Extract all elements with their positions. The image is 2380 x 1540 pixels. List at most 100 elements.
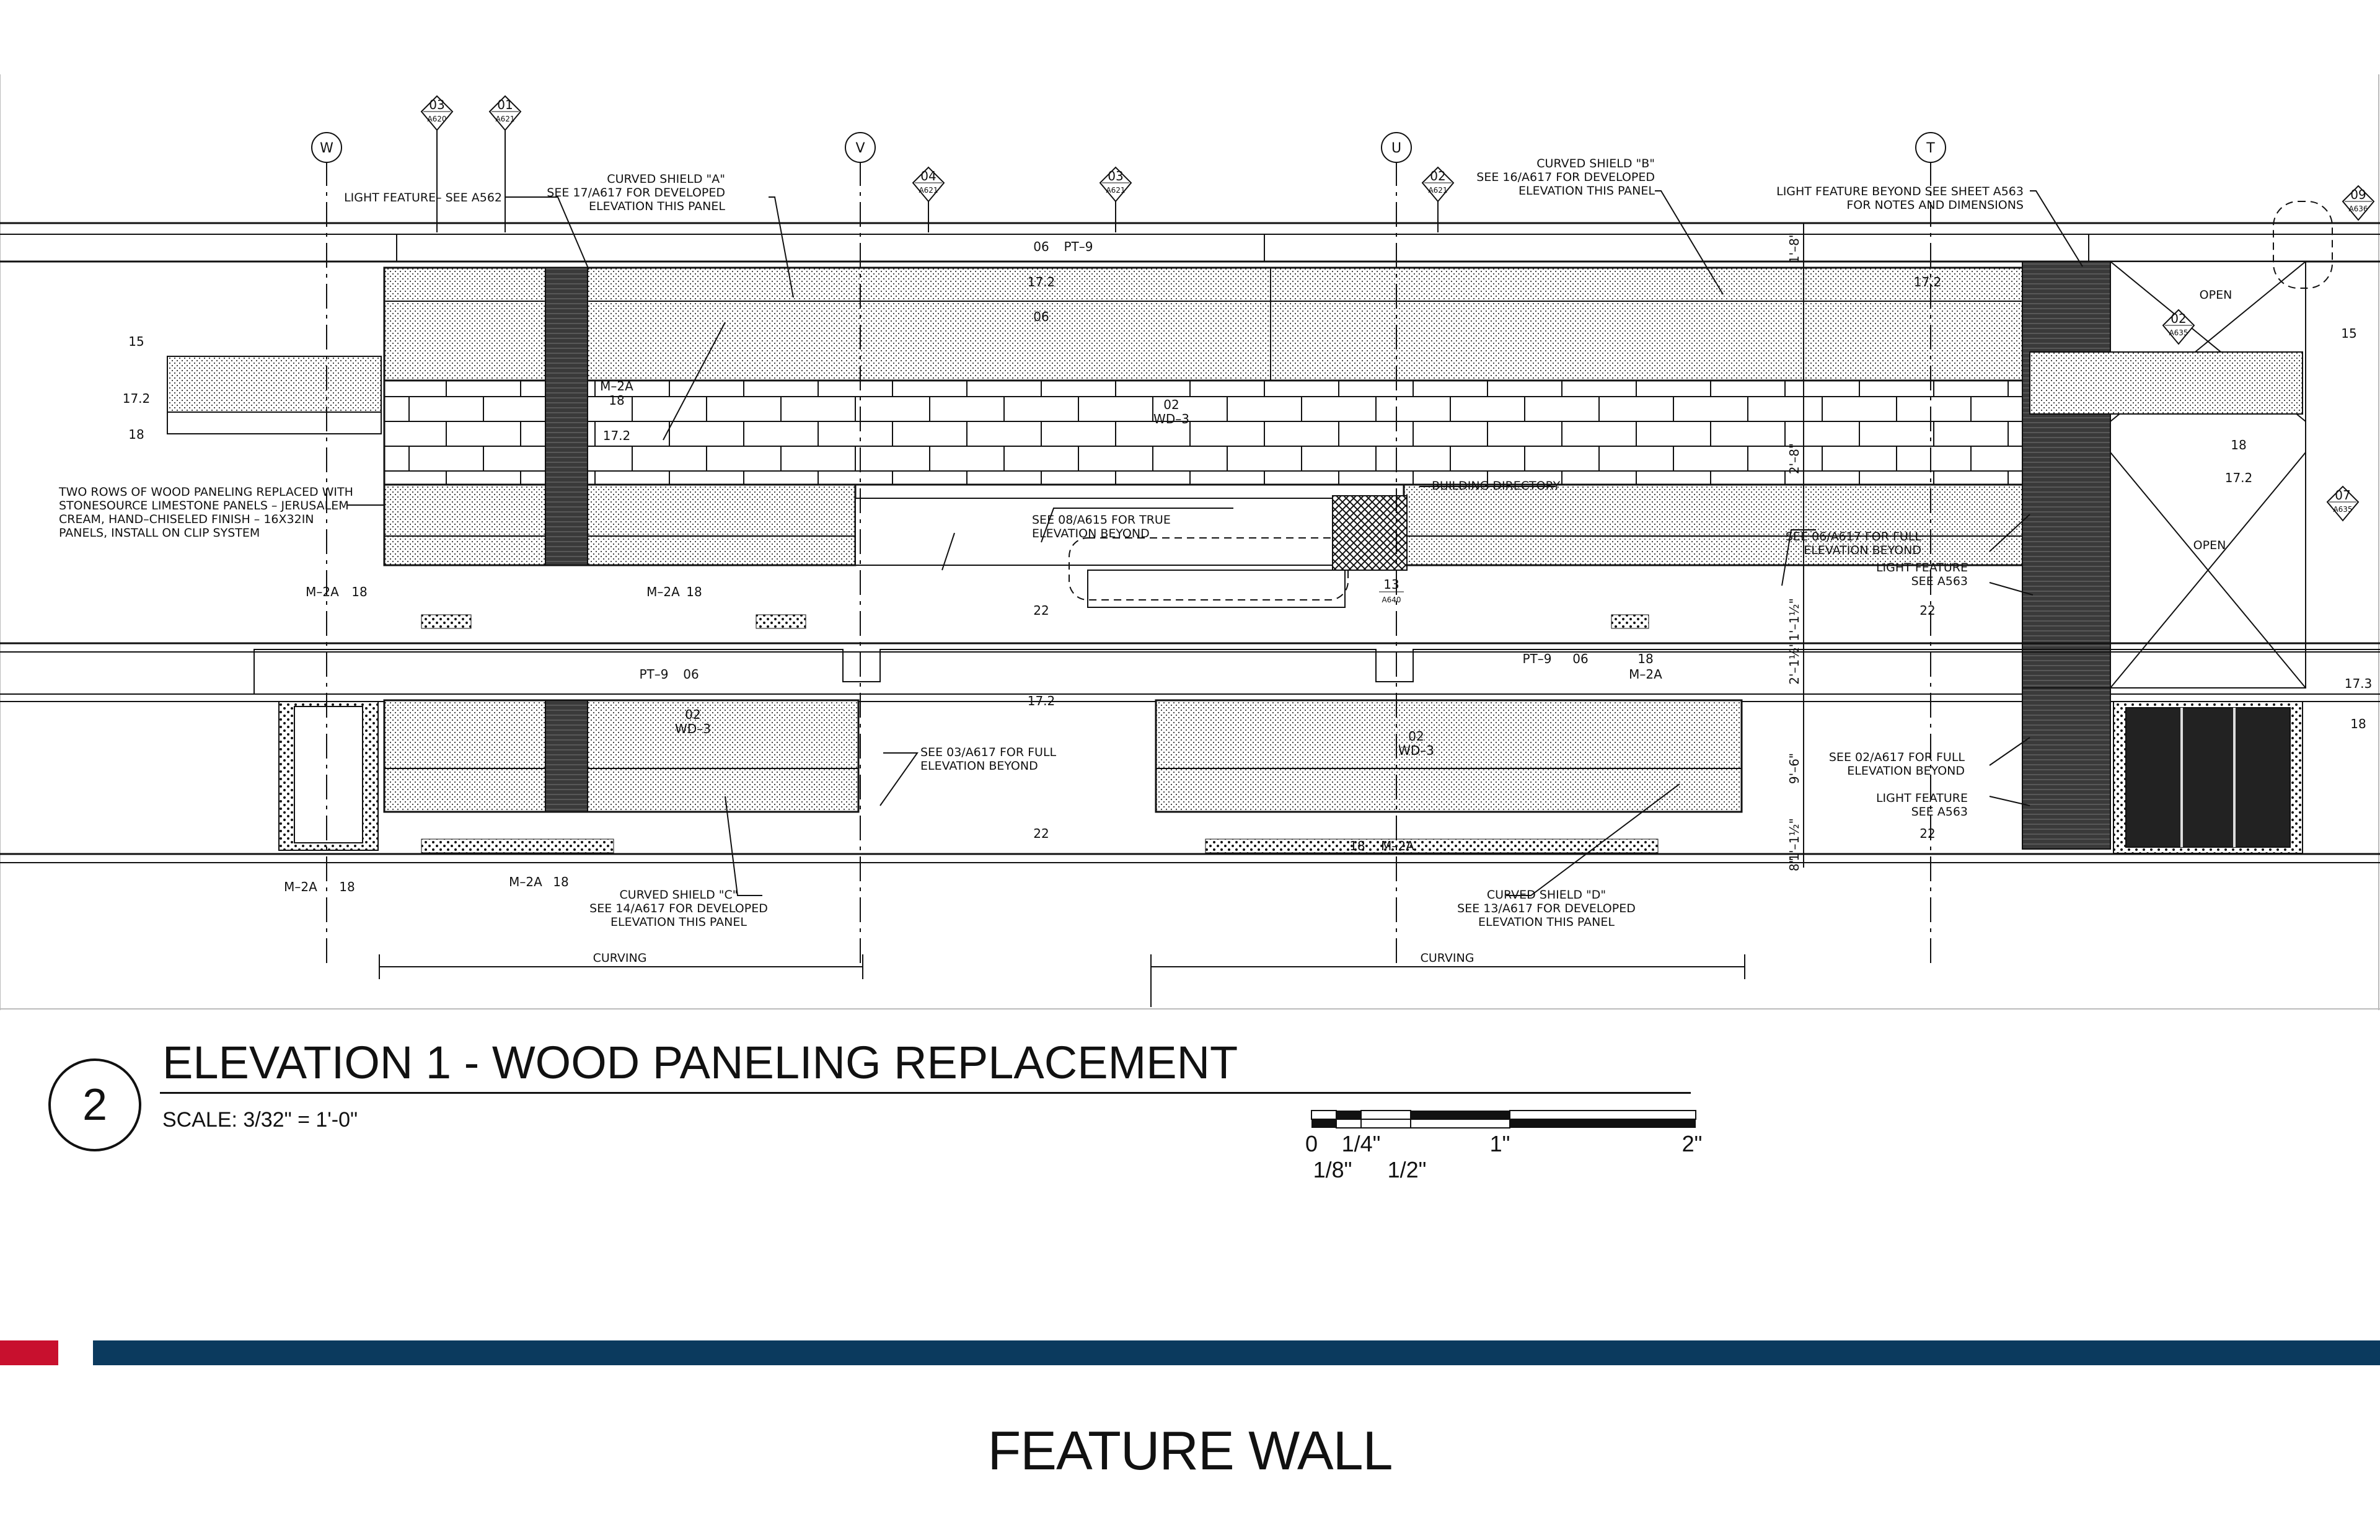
tag-17-2: 17.2 — [2225, 470, 2253, 485]
tag-18: 18 — [609, 393, 624, 408]
scale-label-half: 1/2" — [1388, 1157, 1427, 1182]
tag-18: 18 — [686, 584, 702, 599]
note-shield-b-2: SEE 16/A617 FOR DEVELOPED — [1476, 170, 1655, 184]
svg-text:9'–6": 9'–6" — [1787, 753, 1802, 784]
svg-text:V: V — [855, 141, 865, 156]
note-building-directory: BUILDING DIRECTORY — [1432, 479, 1561, 493]
tag-22: 22 — [1033, 603, 1049, 618]
note-light-feature-2: LIGHT FEATURE — [1876, 791, 1968, 805]
svg-text:A635: A635 — [2169, 328, 2188, 337]
svg-text:A621: A621 — [495, 115, 514, 123]
svg-text:1'–1½": 1'–1½" — [1787, 818, 1802, 861]
note-open-1: OPEN — [2200, 288, 2232, 302]
tag-pt9: PT–9 — [1064, 239, 1093, 254]
note-see-06-1: SEE 06/A617 FOR FULL — [1786, 530, 1922, 543]
tag-06: 06 — [1572, 651, 1588, 666]
note-shield-a-1: CURVED SHIELD "A" — [607, 172, 725, 186]
title-underline — [160, 1092, 1691, 1094]
tag-wd3: WD–3 — [675, 721, 711, 736]
note-see-02-2: ELEVATION BEYOND — [1847, 764, 1965, 778]
graphic-scale-bar: 0 1/4" 1" 2" 1/8" 1/2" — [1305, 1110, 1703, 1182]
tag-m2a: M–2A — [509, 874, 542, 889]
tag-m2a: M–2A — [1381, 838, 1414, 853]
tag-wd3: WD–3 — [1153, 411, 1189, 426]
note-see-08-2: ELEVATION BEYOND — [1032, 527, 1150, 540]
note-shield-c-3: ELEVATION THIS PANEL — [610, 915, 747, 929]
elevation-title: ELEVATION 1 - WOOD PANELING REPLACEMENT — [162, 1037, 1238, 1088]
note-light-a563-1: LIGHT FEATURE BEYOND SEE SHEET A563 — [1776, 185, 2024, 198]
tag-17-2: 17.2 — [1028, 693, 1056, 708]
tag-18: 18 — [339, 879, 355, 894]
section-marker-02-a635: 02 A635 — [2162, 309, 2195, 345]
tag-06: 06 — [683, 667, 699, 682]
tag-18: 18 — [1637, 651, 1653, 666]
grid-bubble-t: T — [1915, 132, 1946, 163]
scale-note: SCALE: 3/32" = 1'-0" — [162, 1108, 358, 1132]
tag-18: 18 — [128, 427, 144, 442]
svg-text:02: 02 — [2171, 311, 2186, 326]
section-marker-03-a621: 03 A621 — [1099, 166, 1132, 232]
svg-text:T: T — [1926, 141, 1935, 156]
note-shield-d-2: SEE 13/A617 FOR DEVELOPED — [1457, 902, 1636, 915]
grid-bubble-u: U — [1381, 132, 1412, 163]
tag-06: 06 — [1033, 309, 1049, 324]
svg-text:U: U — [1391, 141, 1401, 156]
tag-17-2: 17.2 — [603, 428, 631, 443]
svg-text:09: 09 — [2350, 187, 2366, 202]
tag-06: 06 — [1033, 239, 1049, 254]
tag-17-2: 17.2 — [123, 391, 151, 406]
scale-label-2: 2" — [1682, 1131, 1703, 1156]
svg-text:A635: A635 — [2333, 505, 2352, 514]
note-light-a563-2: FOR NOTES AND DIMENSIONS — [1846, 198, 2024, 212]
svg-text:A640: A640 — [1382, 596, 1401, 604]
tag-m2a: M–2A — [1629, 667, 1662, 682]
svg-text:2'–8": 2'–8" — [1787, 443, 1802, 474]
elevation-drawing: W V U T 03 A620 01 A621 04 A621 03 — [0, 74, 2380, 1010]
note-shield-d-1: CURVED SHIELD "D" — [1487, 888, 1606, 902]
tag-18: 18 — [2231, 438, 2246, 452]
tag-m2a: M–2A — [306, 584, 339, 599]
svg-text:03: 03 — [429, 97, 444, 112]
tag-m2a: M–2A — [600, 379, 633, 394]
svg-text:04: 04 — [920, 169, 936, 183]
tag-15: 15 — [2341, 326, 2356, 341]
scale-label-eighth: 1/8" — [1313, 1157, 1352, 1182]
tag-18: 18 — [351, 584, 367, 599]
note-shield-d-3: ELEVATION THIS PANEL — [1478, 915, 1615, 929]
svg-text:03: 03 — [1108, 169, 1123, 183]
note-curving-2: CURVING — [1421, 951, 1474, 965]
note-see-03-2: ELEVATION BEYOND — [920, 759, 1038, 773]
note-replacement-2: STONESOURCE LIMESTONE PANELS – JERUSALEM — [59, 499, 349, 513]
svg-text:A620: A620 — [427, 115, 446, 123]
tag-02: 02 — [1163, 397, 1179, 412]
scale-label-0: 0 — [1305, 1131, 1318, 1156]
note-open-2: OPEN — [2193, 539, 2226, 552]
note-light-feature-1: LIGHT FEATURE — [1876, 561, 1968, 574]
section-marker-02-a621: 02 A621 — [1421, 166, 1455, 232]
note-see-03-1: SEE 03/A617 FOR FULL — [920, 746, 1057, 759]
svg-text:W: W — [320, 141, 333, 156]
note-see-08-1: SEE 08/A615 FOR TRUE — [1032, 513, 1171, 527]
dimension-labels: 1'–8" 2'–8" 1'–1½" 2'–1½" 9'–6" 1'–1½" 8… — [1787, 232, 1802, 871]
tag-15: 15 — [128, 334, 144, 349]
tag-17-3: 17.3 — [2345, 676, 2373, 691]
tag-18: 18 — [1349, 838, 1365, 853]
tag-18: 18 — [2350, 716, 2366, 731]
note-replacement-1: TWO ROWS OF WOOD PANELING REPLACED WITH — [58, 485, 353, 499]
tag-m2a: M–2A — [646, 584, 680, 599]
svg-text:02: 02 — [1430, 169, 1445, 183]
material-tags: 06 PT–9 17.2 06 17.2 15 17.2 18 M–2A 18 … — [123, 239, 2373, 894]
tag-pt9: PT–9 — [639, 667, 668, 682]
note-shield-b-3: ELEVATION THIS PANEL — [1518, 184, 1655, 198]
tag-22: 22 — [1033, 826, 1049, 841]
scale-label-quarter: 1/4" — [1342, 1131, 1381, 1156]
tag-wd3: WD–3 — [1398, 743, 1434, 758]
tag-02: 02 — [685, 707, 700, 722]
tag-18: 18 — [553, 874, 568, 889]
note-see-06-2: ELEVATION BEYOND — [1804, 543, 1921, 557]
note-light-feature-a562: LIGHT FEATURE– SEE A562 — [344, 191, 502, 205]
svg-text:1'–8": 1'–8" — [1787, 232, 1802, 263]
svg-text:13: 13 — [1383, 577, 1399, 592]
svg-text:01: 01 — [497, 97, 513, 112]
tag-pt9: PT–9 — [1522, 651, 1551, 666]
